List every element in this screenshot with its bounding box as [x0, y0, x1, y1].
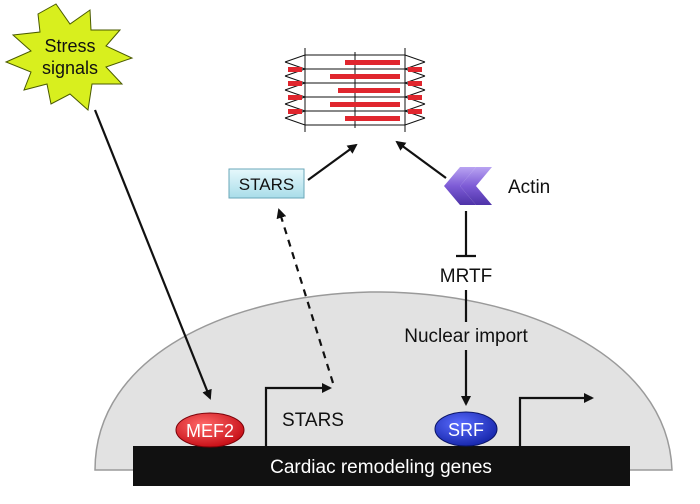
cardiac-remodeling-genes-bar	[133, 446, 630, 486]
stress-signals-starburst	[4, 3, 134, 111]
transcription-start-arrows	[264, 383, 594, 446]
nuclear-import-label: Nuclear import	[404, 326, 528, 347]
stars-protein-box	[228, 168, 305, 199]
stars-tss-arrow	[264, 383, 332, 446]
stress-signals-label-line2: signals	[42, 58, 98, 78]
nucleus	[94, 291, 673, 471]
stress-to-mef2-arrow	[93, 109, 212, 400]
srf-ellipse	[434, 411, 498, 447]
arrows	[93, 109, 476, 406]
gene-bar-label: Cardiac remodeling genes	[270, 457, 492, 478]
srf-target-tss-arrow	[518, 393, 594, 446]
stars-gene-to-protein-dashed-arrow	[276, 208, 335, 384]
myosin-filaments	[288, 60, 422, 121]
mef2-ellipse	[175, 412, 245, 448]
actin-to-sarcomere-arrow	[395, 140, 447, 179]
mef2-label: MEF2	[186, 421, 234, 441]
stars-to-sarcomere-arrow	[307, 143, 358, 181]
actin-chevrons	[444, 167, 492, 205]
srf-label: SRF	[448, 420, 484, 440]
actin-label: Actin	[508, 177, 550, 198]
stress-signals-label-line1: Stress	[44, 36, 95, 56]
stars-gene-label: STARS	[282, 410, 344, 431]
mrtf-label: MRTF	[440, 266, 492, 287]
stars-protein-label: STARS	[239, 175, 294, 194]
